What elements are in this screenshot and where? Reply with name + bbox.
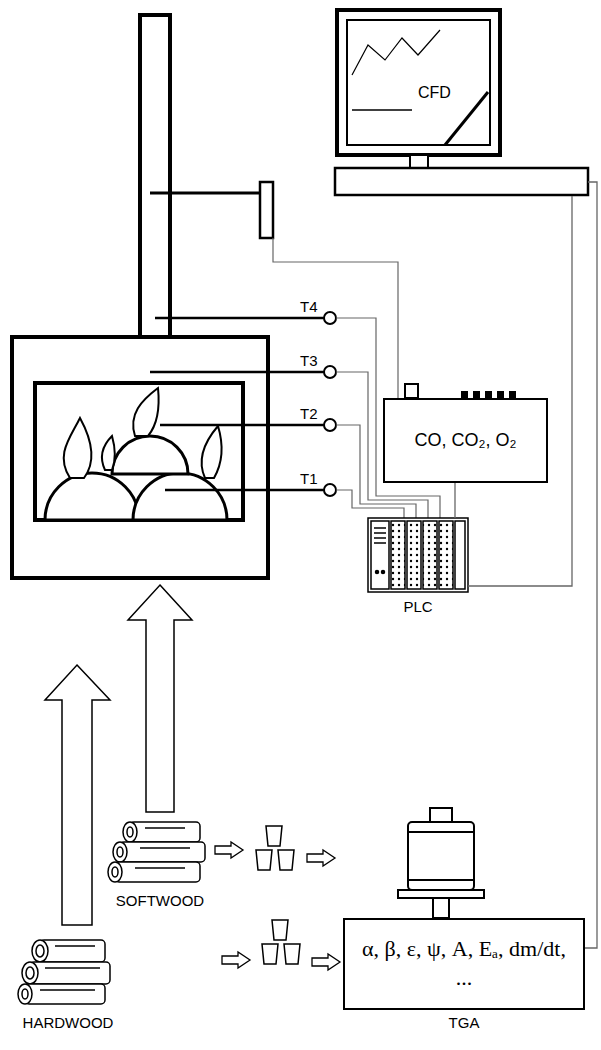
signal-wire [454,483,455,518]
sensor-label: T3 [300,352,318,369]
node-text: CO, CO₂, O₂ [415,430,517,451]
plc-box: PLC [368,518,468,592]
sensor-label: T4 [300,298,318,315]
sample-cups [256,826,300,964]
plc-rack [368,518,468,592]
flue-probe [150,182,398,398]
node-text: α, β, ε, ψ, A, Eₐ, dm/dt, ... [357,935,571,992]
node-text: CFD [418,84,451,102]
process-arrows [215,842,340,970]
wood-label: SOFTWOOD [116,892,204,909]
sensor-label: T2 [300,405,318,422]
hardwood-logs [18,940,110,1004]
computer [335,10,588,195]
stove [12,15,268,578]
sensor-label: T1 [300,470,318,487]
signal-wire [468,196,572,586]
softwood-logs [108,822,205,882]
wood-label: HARDWOOD [23,1014,114,1031]
analyzer-details [405,384,515,398]
signal-wire [585,182,597,948]
tga-box: α, β, ε, ψ, A, Eₐ, dm/dt, ...TGA [343,918,585,1010]
tga-instrument [398,808,484,918]
computer-box: CFD [335,8,588,196]
gas-analyzer-box: CO, CO₂, O₂ [383,398,548,483]
node-heading: TGA [345,1014,583,1031]
node-text: PLC [368,598,468,615]
